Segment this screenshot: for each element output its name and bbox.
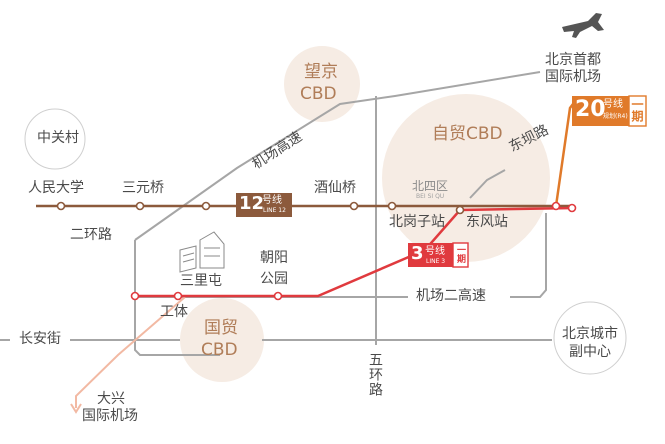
line20-phase: 一期	[630, 98, 644, 122]
label-wangjing: 望京	[304, 62, 338, 82]
dongba-road	[469, 169, 506, 199]
line3-suffix: 号线	[425, 246, 445, 257]
zhongguancun-circle	[24, 108, 86, 170]
label-beijing-subcenter: 北京城市副中心	[562, 326, 618, 360]
project-logo: 北四区	[412, 179, 449, 193]
line20-number: 20	[575, 97, 606, 122]
station-dongfeng[interactable]	[551, 201, 561, 211]
line20-suffix: 号线	[603, 99, 623, 110]
label-chaoyang-park-2: 公园	[260, 271, 288, 287]
label-renmin-univ: 人民大学	[28, 180, 84, 196]
label-guomao: 国贸	[204, 318, 238, 338]
label-dongfeng-station: 东风站	[466, 214, 508, 230]
label-second-ring: 二环路	[70, 227, 112, 243]
subcenter-circle	[553, 301, 627, 375]
guomao-cbd-circle	[180, 298, 264, 382]
label-capital-airport-2: 国际机场	[545, 69, 601, 85]
label-fifth-ring: 五环路	[367, 352, 383, 397]
label-changan-street: 长安街	[16, 332, 64, 346]
station-workers-stadium[interactable]	[173, 291, 183, 301]
label-chaoyang-park-1: 朝阳	[260, 250, 288, 266]
line3-number: 3	[411, 243, 424, 264]
daxing-airport-line	[75, 296, 186, 408]
sanlitun-buildings	[179, 231, 225, 273]
label-capital-airport-1: 北京首都	[545, 52, 601, 68]
line3-badge	[408, 242, 469, 268]
label-daxing-airport-1: 大兴	[97, 391, 125, 407]
label-zhongguancun: 中关村	[37, 130, 79, 146]
label-daxing-airport-2: 国际机场	[82, 408, 138, 424]
station-chaoyang-park[interactable]	[273, 291, 283, 301]
airport-expressway	[134, 71, 541, 241]
second-airport-expressway-right	[510, 213, 547, 298]
label-guomao-cbd: CBD	[201, 340, 238, 360]
station-sanyuan-bridge[interactable]	[135, 201, 145, 211]
label-second-airport-expressway: 机场二高速	[414, 288, 488, 304]
line3-en: LINE 3	[426, 258, 446, 265]
label-ziwei-cbd: 自贸CBD	[432, 124, 503, 144]
daxing-arrow	[70, 403, 82, 414]
label-sanyuan-bridge: 三元桥	[122, 180, 164, 196]
label-jiuxian-bridge: 酒仙桥	[314, 180, 356, 196]
station-renmin-univ[interactable]	[56, 201, 66, 211]
line12-suffix: 号线	[262, 195, 282, 206]
station-project-node[interactable]	[455, 205, 465, 215]
line12-badge	[236, 193, 292, 217]
line20-note: 规划(R4)	[603, 113, 628, 120]
line12-en: LINE 12	[263, 207, 286, 214]
station-beigang[interactable]	[387, 201, 397, 211]
station-line3-west[interactable]	[130, 291, 140, 301]
ziwei-cbd-circle	[382, 94, 550, 262]
label-workers-stadium: 工体	[160, 304, 188, 320]
station-line3-east[interactable]	[567, 203, 577, 213]
line12-number: 12	[239, 193, 265, 214]
label-beigang-station: 北岗子站	[389, 214, 445, 230]
label-sanlitun: 三里屯	[180, 273, 222, 289]
line20-badge	[572, 95, 647, 127]
station-jiuxian-bridge[interactable]	[349, 201, 359, 211]
airplane-icon	[562, 13, 604, 38]
project-logo-en: BEI SI QU	[416, 193, 445, 200]
station-line12-mid[interactable]	[201, 201, 211, 211]
line3-phase: 一期	[455, 245, 465, 263]
label-wangjing-cbd: CBD	[300, 84, 337, 104]
